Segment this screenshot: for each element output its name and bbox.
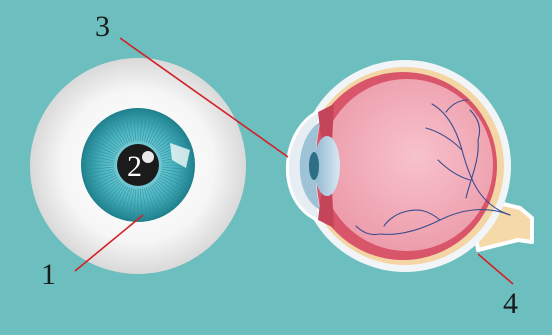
leader-line-4 [478, 254, 513, 284]
label-3: 3 [95, 10, 110, 43]
label-1: 1 [41, 258, 56, 291]
pupil-highlight [142, 151, 154, 163]
iris-section [309, 152, 319, 180]
eyeball-cross-section [287, 60, 532, 272]
label-4: 4 [503, 287, 518, 320]
eyeball-front-view: 2 [30, 58, 246, 274]
retina [321, 79, 493, 251]
label-2: 2 [127, 150, 142, 183]
